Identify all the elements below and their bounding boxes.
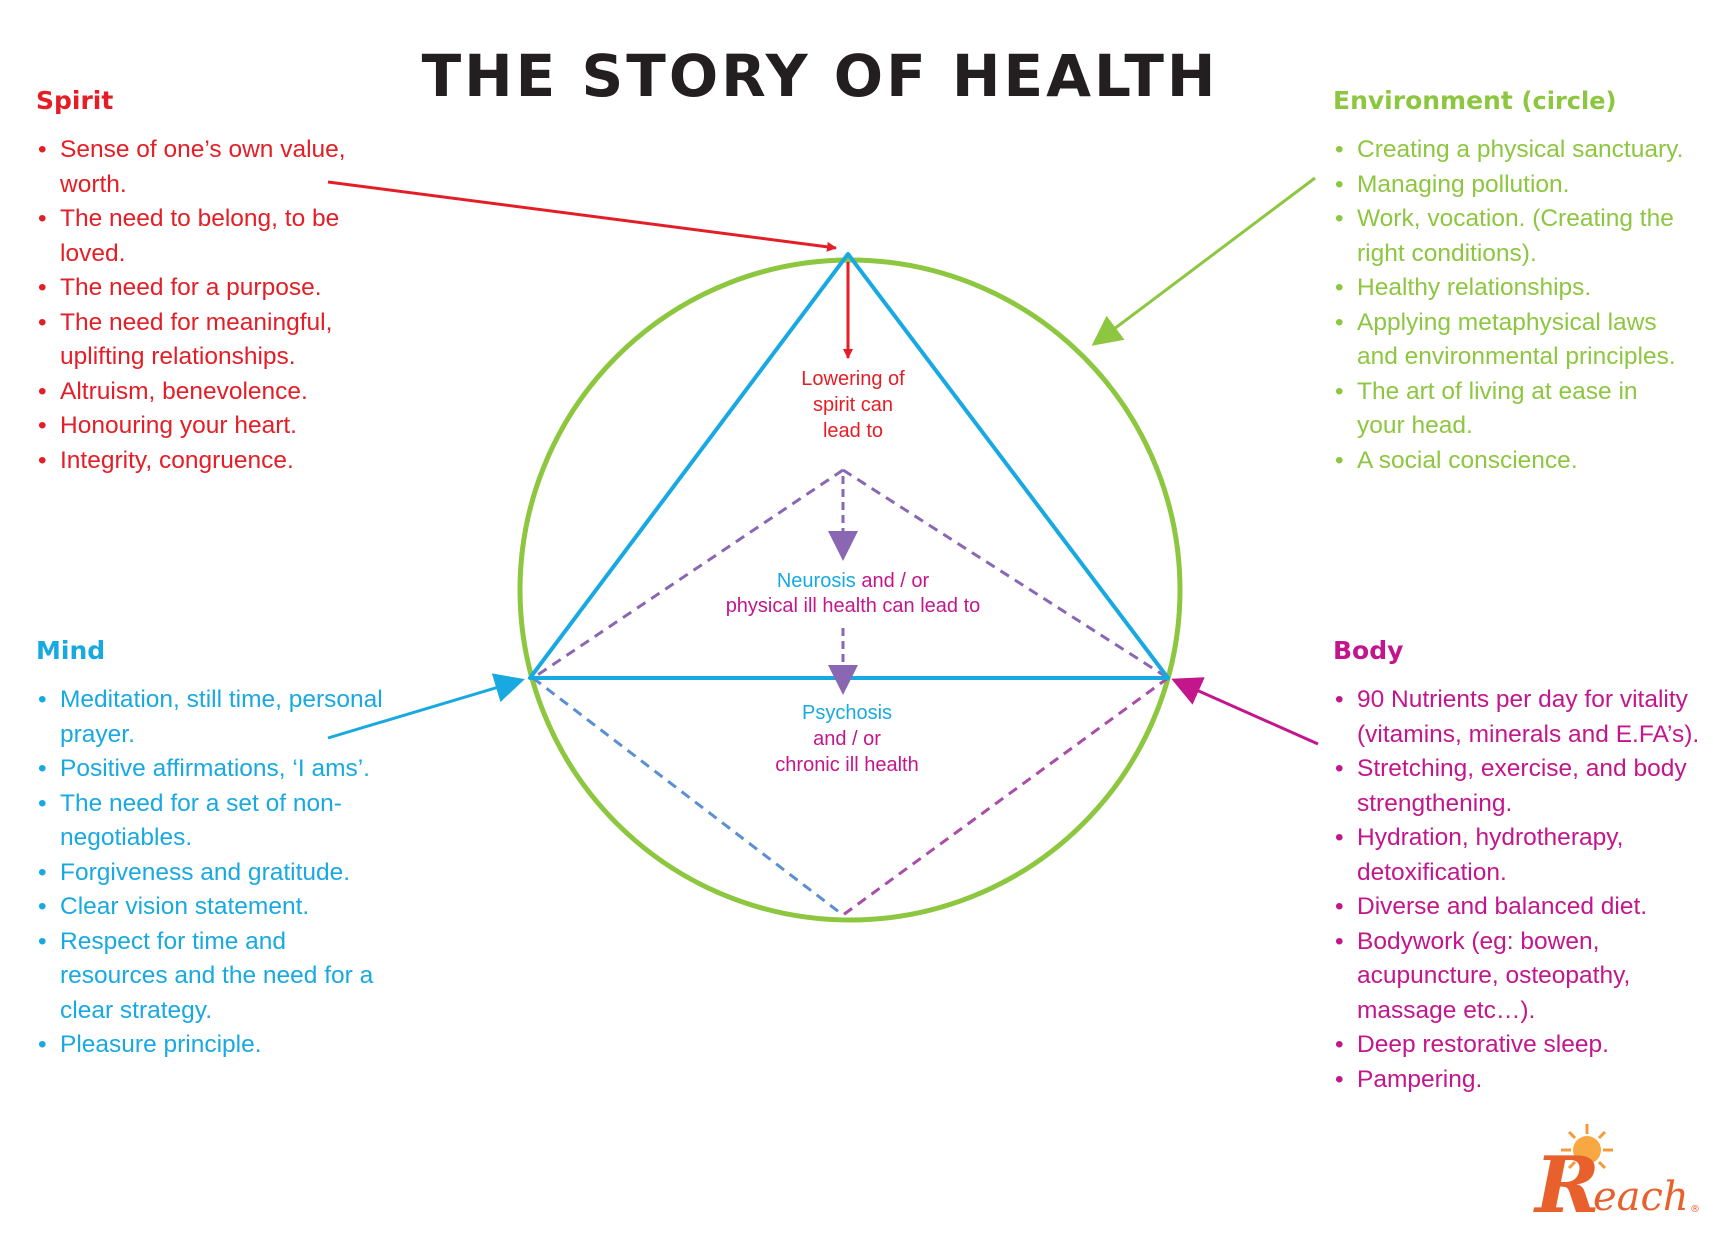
page-title: THE STORY OF HEALTH [421, 42, 1219, 110]
psychosis-line-1: Psychosis [802, 702, 892, 724]
list-item: Bodywork (eg: bowen, acupuncture, osteop… [1333, 925, 1703, 1029]
list-item: Forgiveness and gratitude. [36, 856, 396, 891]
environment-heading: Environment (circle) [1333, 86, 1688, 115]
list-item: Pampering. [1333, 1063, 1703, 1098]
environment-list: Creating a physical sanctuary. Managing … [1333, 133, 1688, 478]
spirit-list: Sense of one’s own value, worth. The nee… [36, 133, 376, 478]
environment-heading-text: Environment [1333, 86, 1513, 115]
spirit-pointer-arrow [327, 180, 837, 252]
list-item: The art of living at ease in your head. [1333, 375, 1688, 444]
list-item: Meditation, still time, personal prayer. [36, 683, 396, 752]
spirit-heading: Spirit [36, 86, 114, 115]
list-item: Clear vision statement. [36, 890, 396, 925]
neurosis-rest: and / or [856, 570, 930, 592]
mind-panel: Mind Meditation, still time, personal pr… [36, 636, 396, 1063]
list-item: Managing pollution. [1333, 168, 1688, 203]
list-item: Diverse and balanced diet. [1333, 890, 1703, 925]
list-item: Honouring your heart. [36, 409, 376, 444]
reach-logo-registered: ® [1690, 1204, 1700, 1215]
environment-pointer-arrow [1091, 176, 1316, 346]
environment-panel: Environment (circle) Creating a physical… [1333, 86, 1688, 478]
list-item: Deep restorative sleep. [1333, 1028, 1703, 1063]
list-item: Healthy relationships. [1333, 271, 1688, 306]
list-item: The need for meaningful, uplifting relat… [36, 306, 376, 375]
lowering-line-3: lead to [823, 420, 883, 442]
psychosis-line-3: chronic ill health [775, 754, 918, 776]
list-item: Hydration, hydrotherapy, detoxification. [1333, 821, 1703, 890]
body-heading: Body [1333, 636, 1404, 665]
neurosis-word: Neurosis [777, 570, 856, 592]
list-item: Sense of one’s own value, worth. [36, 133, 376, 202]
body-pointer-arrow [1171, 677, 1319, 746]
body-panel: Body 90 Nutrients per day for vitality (… [1333, 636, 1703, 1097]
neurosis-line-2: physical ill health can lead to [726, 595, 981, 617]
lowering-line-1: Lowering of [801, 368, 905, 390]
list-item: 90 Nutrients per day for vitality (vitam… [1333, 683, 1703, 752]
list-item: Creating a physical sanctuary. [1333, 133, 1688, 168]
body-list: 90 Nutrients per day for vitality (vitam… [1333, 683, 1703, 1097]
list-item: The need for a set of non-negotiables. [36, 787, 396, 856]
spirit-panel: Spirit Sense of one’s own value, worth. … [36, 86, 376, 478]
lowering-line-2: spirit can [813, 394, 893, 416]
list-item: Respect for time and resources and the n… [36, 925, 396, 1029]
list-item: Integrity, congruence. [36, 444, 376, 479]
list-item: A social conscience. [1333, 444, 1688, 479]
mind-list: Meditation, still time, personal prayer.… [36, 683, 396, 1063]
list-item: Pleasure principle. [36, 1028, 396, 1063]
reach-logo-sun: R each ® [1533, 1124, 1700, 1231]
list-item: The need to belong, to be loved. [36, 202, 376, 271]
psychosis-line-2: and / or [813, 728, 881, 750]
mind-heading: Mind [36, 636, 106, 665]
list-item: Positive affirmations, ‘I ams’. [36, 752, 396, 787]
neurosis-line-1: Neurosis and / or [777, 570, 930, 592]
environment-circle [517, 257, 1183, 923]
list-item: Work, vocation. (Creating the right cond… [1333, 202, 1688, 271]
list-item: Altruism, benevolence. [36, 375, 376, 410]
dashed-diamond [532, 468, 1169, 917]
reach-logo-rest: each [1593, 1174, 1689, 1220]
list-item: The need for a purpose. [36, 271, 376, 306]
reach-logo-initial: R [1533, 1140, 1600, 1231]
list-item: Stretching, exercise, and body strengthe… [1333, 752, 1703, 821]
list-item: Applying metaphysical laws and environme… [1333, 306, 1688, 375]
environment-qualifier: (circle) [1521, 87, 1617, 115]
